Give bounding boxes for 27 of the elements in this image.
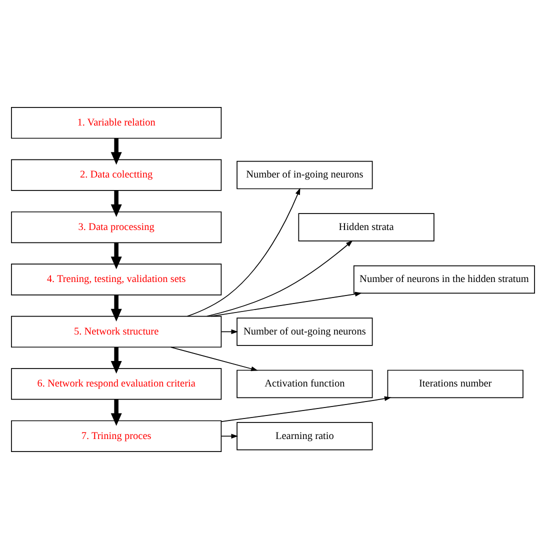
node-box: 5. Network structure (11, 315, 222, 348)
node-box: 3. Data processing (11, 210, 222, 243)
arrow (110, 294, 122, 321)
node-box: 7. Trining proces (11, 420, 222, 452)
node-box: Number of out-going neurons (236, 317, 373, 346)
node-box: 6. Network respond evaluation criteria (11, 368, 222, 400)
node-box: Learning ratio (236, 422, 373, 450)
arrow (210, 291, 362, 316)
arrow (221, 433, 238, 438)
arrow (221, 328, 238, 334)
node-box: 2. Data colectting (11, 158, 222, 190)
node-box: Hidden strata (298, 212, 434, 241)
arrow (110, 138, 122, 164)
node-box: 4. Trening, testing, validation sets (11, 263, 222, 295)
arrow (110, 190, 122, 216)
arrow (206, 240, 353, 316)
node-box: 1. Variable relation (11, 106, 222, 138)
node-box: Number of in-going neurons (236, 160, 373, 189)
arrow (221, 396, 392, 422)
arrow (110, 346, 122, 374)
arrow (186, 187, 300, 316)
node-box: Number of neurons in the hidden stratum (353, 264, 535, 294)
node-box: Iterations number (387, 369, 524, 398)
arrow (110, 242, 122, 269)
arrow (170, 346, 258, 371)
arrow (110, 398, 122, 426)
node-box: Activation function (236, 369, 373, 398)
